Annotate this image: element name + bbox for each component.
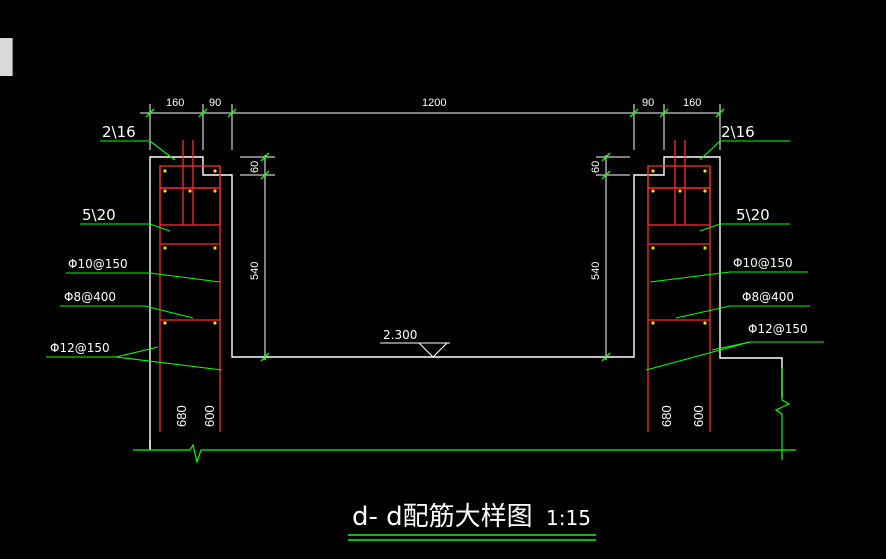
dim-bottom-left-1: 680 <box>174 405 189 427</box>
drawing-scale: 1:15 <box>546 506 591 530</box>
dim-left-v-main: 540 <box>249 262 261 280</box>
rebar-dots <box>163 169 707 325</box>
label-left-stirrup-8: Φ8@400 <box>64 290 116 304</box>
dim-bottom-left-2: 600 <box>202 405 217 427</box>
label-right-main-bars: 5\20 <box>736 206 770 224</box>
label-right-stirrup-8: Φ8@400 <box>742 290 794 304</box>
dim-top-middle: 1200 <box>422 97 446 109</box>
dim-right-v-main: 540 <box>590 262 602 280</box>
dim-top-right-gap: 90 <box>642 97 654 109</box>
elevation-marker <box>380 342 450 358</box>
dim-right-v-top: 60 <box>590 161 602 173</box>
dimension-lines <box>140 104 721 360</box>
dimension-ticks <box>145 108 725 362</box>
label-left-stirrup-12: Φ12@150 <box>50 341 110 355</box>
label-left-top-bars: 2\16 <box>102 123 136 141</box>
label-left-main-bars: 5\20 <box>82 206 116 224</box>
dim-top-left-width: 160 <box>166 97 184 109</box>
dim-top-right-width: 160 <box>683 97 701 109</box>
label-right-top-bars: 2\16 <box>721 123 755 141</box>
label-right-stirrup-12: Φ12@150 <box>748 322 808 336</box>
label-left-stirrup-10: Φ10@150 <box>68 257 128 271</box>
rebar-right <box>647 140 711 432</box>
drawing-title: d- d配筋大样图 <box>352 502 533 532</box>
concrete-outline <box>149 156 783 450</box>
dim-left-v-top: 60 <box>249 161 261 173</box>
title-underline <box>348 534 596 541</box>
dim-bottom-right-1: 680 <box>659 405 674 427</box>
label-right-stirrup-10: Φ10@150 <box>733 256 793 270</box>
dim-top-left-gap: 90 <box>209 97 221 109</box>
ground-line <box>133 368 796 465</box>
rebar-left <box>159 140 221 432</box>
dim-bottom-right-2: 600 <box>691 405 706 427</box>
side-tab-handle[interactable] <box>0 38 13 76</box>
elevation-label: 2.300 <box>383 328 417 342</box>
leader-lines <box>46 140 824 371</box>
